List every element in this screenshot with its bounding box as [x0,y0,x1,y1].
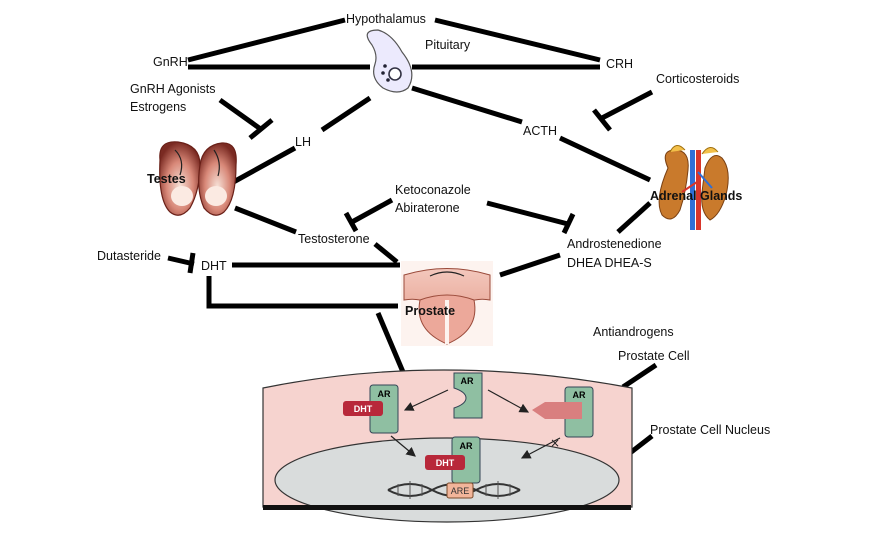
label-corticosteroids: Corticosteroids [656,72,739,86]
line-androstenedione-prostate [499,252,561,278]
block-x-icon: × [550,436,560,450]
receptor-label: AR [460,441,473,451]
line-hypothalamus-crh [434,17,601,63]
line-pituitary-lh [320,95,372,133]
label-dht: DHT [201,259,227,273]
inhibition-markers [167,89,654,274]
arrow-receptor-to-dht [403,389,449,411]
receptor-unbound: AR [453,372,483,419]
inhibit-keto-testosterone-bar [343,211,359,233]
arrow-to-nucleus [390,435,416,457]
inhibit-keto-androstenedione-bar [561,212,576,235]
label-adrenal-glands: Adrenal Glands [650,189,742,203]
receptor-label: AR [461,376,474,386]
dht-badge-label: DHT [354,404,373,414]
label-dhea: DHEA DHEA-S [567,256,652,270]
label-abiraterone: Abiraterone [395,201,460,215]
label-acth: ACTH [523,124,557,138]
line-adrenal-androstenedione [616,201,652,234]
receptor-nuclear-dht: AR DHT ARE [425,436,481,499]
inhibit-keto-androstenedione-line [486,200,569,227]
label-ketoconazole: Ketoconazole [395,183,471,197]
label-lh: LH [295,135,311,149]
label-antiandrogens: Antiandrogens [593,325,674,339]
inhibit-dutasteride-bar [187,252,196,274]
inhibit-keto-testosterone-line [350,197,394,225]
prostate-icon [401,261,493,346]
line-testosterone-prostate [373,242,399,264]
receptor-label: AR [573,390,586,400]
label-gnrh-agonists: GnRH Agonists [130,82,215,96]
cell-nucleus [274,437,620,523]
label-hypothalamus: Hypothalamus [346,12,426,26]
inhibit-corticosteroids-bar [592,108,612,132]
inhibit-gnrh-agonists-line [218,97,264,133]
line-label-prostate-cell [621,362,658,390]
label-androstenedione: Androstenedione [567,237,662,251]
label-gnrh: GnRH [153,55,188,69]
label-prostate-cell-nucleus: Prostate Cell Nucleus [650,423,770,437]
inhibit-corticosteroids-line [600,89,654,121]
label-dutasteride: Dutasteride [97,249,161,263]
line-testes-testosterone [234,205,297,235]
line-hypothalamus-gnrh [187,17,346,63]
label-prostate-cell: Prostate Cell [618,349,690,363]
arrow-blocked-to-nucleus [520,437,561,459]
line-lh-testes [226,145,297,188]
are-label: ARE [451,486,470,496]
adrenal-kidney-icon [658,145,729,230]
inhibit-gnrh-agonists-bar [248,118,274,140]
arrow-receptor-to-antiandrogen [487,389,530,413]
prostate-cell: AR DHT AR AR AR DHT ARE × [262,369,633,523]
receptor-label: AR [378,389,391,399]
pituitary-icon [366,29,413,93]
labels: Hypothalamus Pituitary GnRH CRH GnRH Ago… [97,12,770,437]
label-testes: Testes [147,172,186,186]
testes-icon [159,141,237,216]
receptor-antiandrogen-blocked: AR [532,386,594,438]
label-estrogens: Estrogens [130,100,186,114]
label-testosterone: Testosterone [298,232,370,246]
line-pituitary-acth [411,85,523,125]
line-prostate-cell [375,312,406,373]
dht-badge-label: DHT [436,458,455,468]
line-acth-adrenal [558,135,652,183]
label-crh: CRH [606,57,633,71]
pathway-connections [187,17,658,472]
label-prostate: Prostate [405,304,455,318]
line-dht-return [206,276,398,309]
label-pituitary: Pituitary [425,38,471,52]
receptor-bound-dht: AR DHT [343,384,399,434]
